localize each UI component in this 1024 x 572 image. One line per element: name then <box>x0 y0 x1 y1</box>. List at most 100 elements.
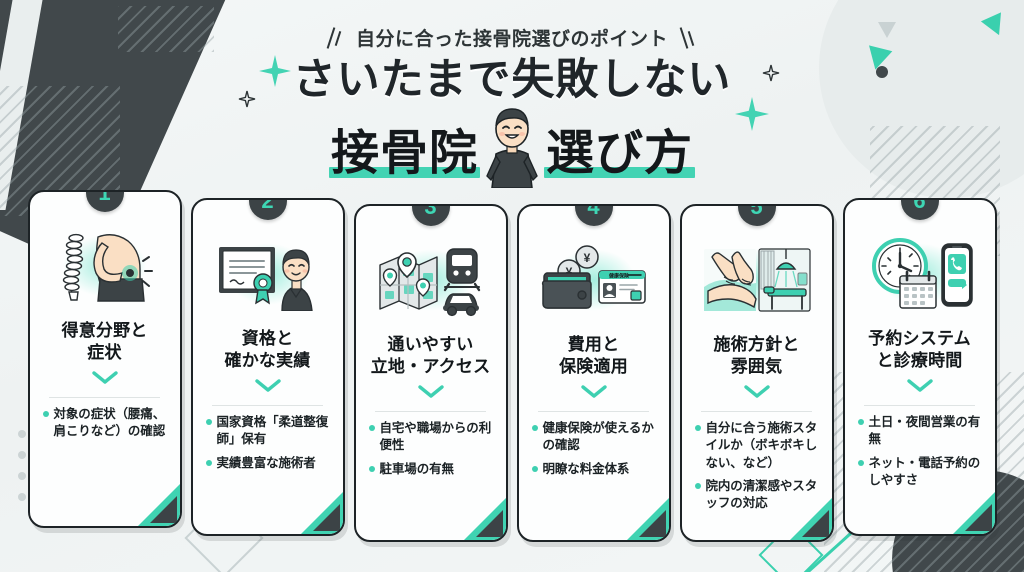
card-4-bullet-2-text: 明瞭な料金体系 <box>542 461 630 476</box>
card-1-corner-dark <box>149 496 177 523</box>
card-5[interactable]: 5 <box>679 204 834 542</box>
certificate-and-therapist-icon <box>204 230 332 318</box>
hatch-lines-top-left-2 <box>118 6 214 52</box>
bullet-dot-icon <box>205 459 212 466</box>
list-item: 自宅や職場からの利便性 <box>368 420 493 455</box>
bullet-dot-icon <box>694 482 701 489</box>
card-6-bullet-2-text: ネット・電話予約のしやすさ <box>868 455 981 487</box>
list-item: 対象の症状（腰痛、肩こりなど）の確認 <box>42 406 167 441</box>
card-1-title: 得意分野と 症状 <box>62 320 148 364</box>
bullet-dot-icon <box>694 425 701 431</box>
svg-text:健康保険: 健康保険 <box>609 273 630 280</box>
title-line-2-row: 接骨院 <box>328 102 696 189</box>
card-6-title: 予約システム と診療時間 <box>868 328 971 372</box>
card-3-title: 通いやすい 立地・アクセス <box>371 334 491 378</box>
massage-hands-treatment-room-icon <box>693 236 821 324</box>
title-line-2-part-a: 接骨院 <box>328 126 481 180</box>
card-4[interactable]: 4 ¥ ¥ 健康保険 <box>516 204 671 542</box>
card-4-corner-dark <box>638 510 666 537</box>
list-item: 自分に合う施術スタイルか（ボキボキしない、など） <box>694 420 819 472</box>
card-2-title-line-1: 資格と <box>241 329 294 348</box>
svg-text:¥: ¥ <box>583 251 590 265</box>
card-5-corner-dark <box>801 510 829 537</box>
card-3[interactable]: 3 <box>353 204 508 542</box>
card-1-title-line-2: 症状 <box>87 342 122 362</box>
card-4-title-line-1: 費用と <box>567 335 620 354</box>
card-5-bullet-2-text: 院内の清潔感やスタッフの対応 <box>705 478 818 510</box>
eyebrow-text: 自分に合った接骨院選びのポイント <box>355 29 668 50</box>
chevron-down-icon <box>254 378 281 397</box>
card-1-title-line-1: 得意分野と <box>61 321 148 340</box>
dot-column-left <box>18 430 26 514</box>
card-5-number-badge: 5 <box>737 206 776 226</box>
wallet-coins-insurance-card-icon: ¥ ¥ 健康保険 <box>530 236 658 324</box>
list-item: 駐車場の有無 <box>368 461 493 478</box>
card-list: 1 <box>0 190 1024 542</box>
chevron-down-icon <box>91 370 118 389</box>
gray-triangle-1 <box>878 22 896 38</box>
bullet-dot-icon <box>531 425 538 431</box>
card-2-divider <box>212 404 323 406</box>
eyebrow-text-wrap: 自分に合った接骨院選びのポイント <box>328 24 696 51</box>
card-4-divider <box>538 410 649 412</box>
spine-and-lower-back-pain-icon <box>41 222 169 310</box>
map-train-car-icon <box>367 236 495 324</box>
card-5-title-line-1: 施術方針と <box>713 335 800 354</box>
chevron-down-icon <box>906 378 933 397</box>
smiling-man-illustration <box>482 102 542 189</box>
card-4-title: 費用と 保険適用 <box>559 334 628 378</box>
card-6-bullet-1-text: 土日・夜間営業の有無 <box>868 415 981 447</box>
bullet-dot-icon <box>42 411 49 417</box>
card-6-number-badge: 6 <box>900 200 939 220</box>
card-2-bullet-1-text: 国家資格「柔道整復師」保有 <box>216 415 329 447</box>
card-5-title-line-2: 雰囲気 <box>730 356 783 376</box>
card-3-title-line-1: 通いやすい <box>387 335 474 354</box>
card-6-bullets: 土日・夜間営業の有無 ネット・電話予約のしやすさ <box>856 414 984 495</box>
card-2-title: 資格と 確かな実績 <box>225 328 311 372</box>
card-1-number-badge: 1 <box>85 192 124 212</box>
card-4-title-line-2: 保険適用 <box>559 356 628 376</box>
chevron-down-icon <box>743 384 770 403</box>
card-5-divider <box>701 410 812 412</box>
card-1-divider <box>49 396 160 398</box>
card-3-title-line-2: 立地・アクセス <box>370 356 491 376</box>
bullet-dot-icon <box>857 419 864 425</box>
card-1-bullet-1-text: 対象の症状（腰痛、肩こりなど）の確認 <box>53 407 166 439</box>
card-4-number-badge: 4 <box>574 206 613 226</box>
chevron-down-icon <box>417 384 444 403</box>
card-4-bullet-1-text: 健康保険が使えるかの確認 <box>542 421 654 453</box>
card-3-number-badge: 3 <box>411 206 450 226</box>
bullet-dot-icon <box>368 425 375 431</box>
list-item: 明瞭な料金体系 <box>531 461 656 478</box>
card-3-divider <box>375 410 486 412</box>
card-2-bullets: 国家資格「柔道整復師」保有 実績豊富な施術者 <box>204 414 332 478</box>
clock-calendar-phone-icon <box>856 230 984 318</box>
card-6[interactable]: 6 <box>842 198 997 536</box>
card-5-title: 施術方針と 雰囲気 <box>714 334 800 378</box>
slash-right-icon <box>680 27 696 49</box>
page-header: 自分に合った接骨院選びのポイント さいたまで失敗しない 接骨院 <box>0 0 1024 189</box>
card-5-bullet-1-text: 自分に合う施術スタイルか（ボキボキしない、など） <box>705 421 818 470</box>
card-1[interactable]: 1 <box>27 190 182 528</box>
card-6-corner-dark <box>964 504 992 531</box>
card-2[interactable]: 2 <box>190 198 345 536</box>
dark-dot <box>876 66 888 78</box>
list-item: ネット・電話予約のしやすさ <box>857 455 982 490</box>
list-item: 土日・夜間営業の有無 <box>857 414 982 449</box>
card-5-bullets: 自分に合う施術スタイルか（ボキボキしない、など） 院内の清潔感やスタッフの対応 <box>693 420 821 518</box>
chevron-down-icon <box>580 384 607 403</box>
list-item: 健康保険が使えるかの確認 <box>531 420 656 455</box>
svg-text:¥: ¥ <box>565 265 572 279</box>
list-item: 実績豊富な施術者 <box>205 455 330 472</box>
bullet-dot-icon <box>531 465 538 472</box>
card-4-bullets: 健康保険が使えるかの確認 明瞭な料金体系 <box>530 420 658 484</box>
bullet-dot-icon <box>368 465 375 472</box>
card-3-corner-dark <box>475 510 503 537</box>
bullet-dot-icon <box>205 419 212 425</box>
card-2-number-badge: 2 <box>248 200 287 220</box>
list-item: 国家資格「柔道整復師」保有 <box>205 414 330 449</box>
card-2-corner-dark <box>312 504 340 531</box>
card-2-title-line-2: 確かな実績 <box>224 350 311 370</box>
title-line-1: さいたまで失敗しない <box>292 55 732 104</box>
slash-left-icon <box>328 27 344 49</box>
